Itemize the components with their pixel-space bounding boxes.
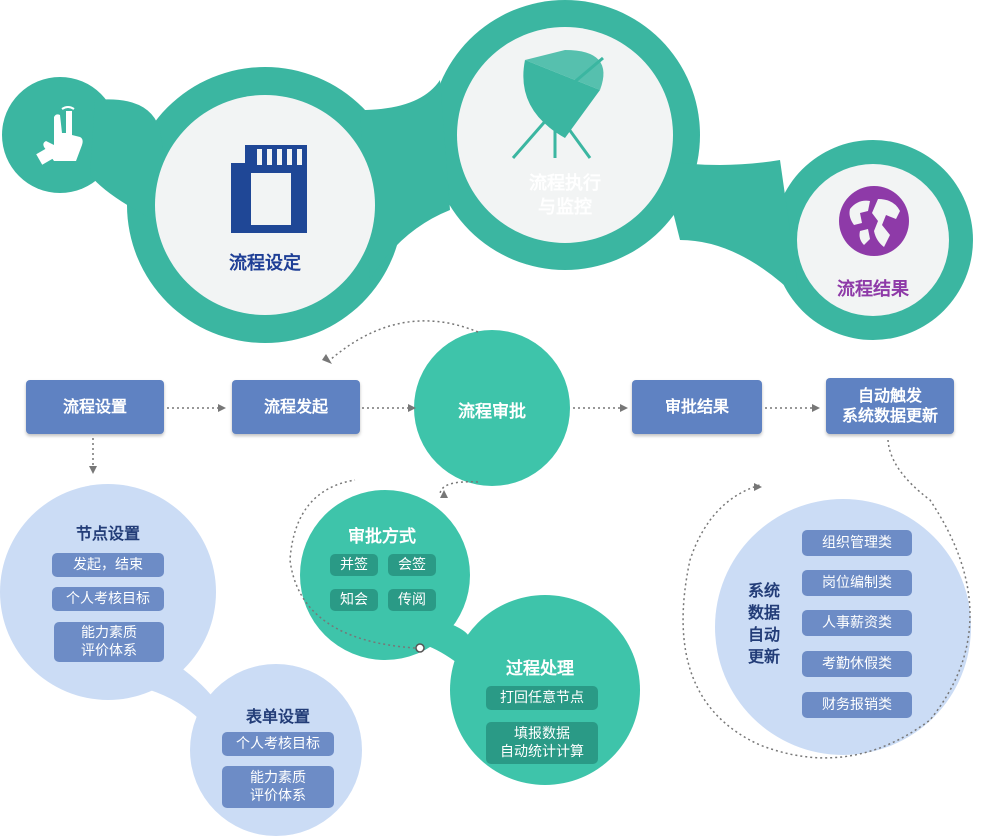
approval-item-1: 并签 [330,554,378,576]
form-item-1: 个人考核目标 [222,732,334,756]
auto-update-line4: 更新 [747,647,780,666]
approval-item-3: 知会 [330,589,378,611]
process-handling-title: 过程处理 [506,659,574,679]
node-item-2: 个人考核目标 [52,587,164,611]
hand-pointer-icon [32,105,90,167]
connector-dot [415,643,425,653]
auto-item-2: 岗位编制类 [802,570,912,596]
flow-trigger-line1: 自动触发 [857,386,922,405]
top-exec-line2: 与监控 [538,197,592,218]
globe-icon [838,185,910,257]
sd-card-icon [231,145,307,233]
top-setup-label: 流程设定 [229,253,301,274]
approval-mode-title: 审批方式 [348,527,416,547]
process-item-1: 打回任意节点 [486,686,598,710]
node-item-3-line2: 评价体系 [81,643,137,659]
flow-result-box: 审批结果 [632,380,762,434]
auto-update-line2: 数据 [747,603,780,622]
form-settings-title: 表单设置 [245,707,310,726]
auto-item-5: 财务报销类 [802,692,912,718]
approval-item-2: 会签 [388,554,436,576]
auto-update-label: 系统 数据 自动 更新 [744,580,784,668]
flow-approve-label: 流程审批 [458,402,526,422]
auto-update-line1: 系统 [747,581,780,600]
form-item-2-line1: 能力素质 [250,770,306,786]
node-item-3-line1: 能力素质 [81,625,137,641]
satellite-dish-icon [505,50,625,160]
process-item-2: 填报数据 自动统计计算 [486,722,598,764]
top-exec-label: 流程执行 与监控 [505,172,625,220]
approval-item-4: 传阅 [388,589,436,611]
connectors [92,320,971,759]
node-item-3: 能力素质 评价体系 [54,622,164,662]
flow-start-box: 流程发起 [232,380,360,434]
top-result-label: 流程结果 [837,279,909,300]
flow-trigger-line2: 系统数据更新 [841,406,938,425]
form-item-2: 能力素质 评价体系 [222,766,334,808]
process-item-2-line2: 自动统计计算 [500,744,584,760]
auto-item-1: 组织管理类 [802,530,912,556]
auto-item-3: 人事薪资类 [802,610,912,636]
arrow-heads [89,354,820,498]
node-settings-title: 节点设置 [75,524,140,543]
flow-setup-box: 流程设置 [26,380,164,434]
auto-item-4: 考勤休假类 [802,651,912,677]
top-exec-line1: 流程执行 [529,173,601,194]
auto-update-line3: 自动 [747,625,780,644]
form-item-2-line2: 评价体系 [250,788,306,804]
flow-trigger-box: 自动触发 系统数据更新 [826,378,954,434]
process-item-2-line1: 填报数据 [514,726,570,742]
node-item-1: 发起，结束 [52,553,164,577]
